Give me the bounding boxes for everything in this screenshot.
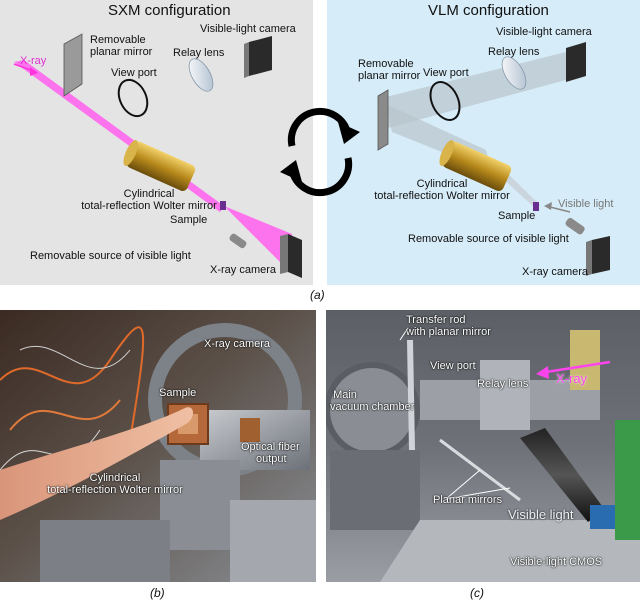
c-cmos-label: Visible-light CMOS <box>510 556 602 568</box>
c-visible-light-label: Visible light <box>508 508 574 522</box>
c-xray-label: X-ray <box>556 372 587 386</box>
c-transfer-rod-label-1: Transfer rod <box>406 314 466 326</box>
c-view-port-label: View port <box>430 360 476 372</box>
c-transfer-rod-label-2: with planar mirror <box>406 326 491 338</box>
c-main-chamber-label-2: vacuum chamber <box>330 401 414 413</box>
c-relay-lens-label: Relay lens <box>477 378 528 390</box>
caption-c: (c) <box>470 586 484 600</box>
c-planar-mirrors-label: Planar mirrors <box>433 494 502 506</box>
c-main-chamber-label-1: Main <box>330 389 360 401</box>
